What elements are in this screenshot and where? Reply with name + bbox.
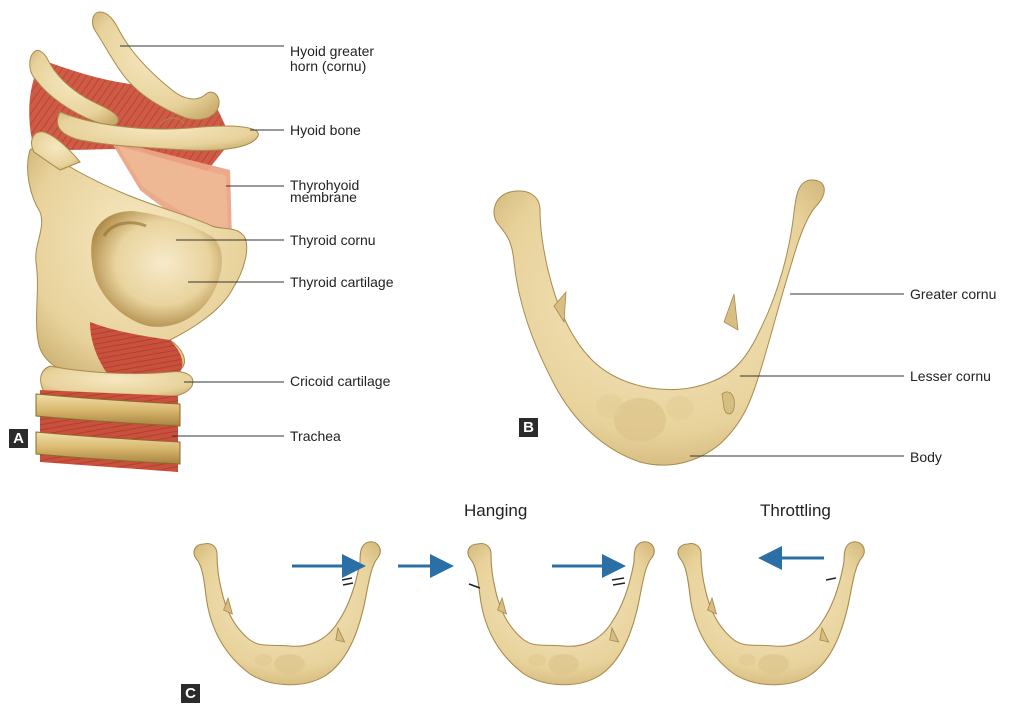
- panel-c-hyoid-throttling: [678, 542, 864, 685]
- fracture-marks: [342, 578, 836, 588]
- label-trachea: Trachea: [290, 429, 341, 444]
- panel-b-hyoid: [494, 180, 824, 465]
- label-hyoid-greater-horn: Hyoid greater horn (cornu): [290, 44, 374, 74]
- panel-c-hyoid-normal: [194, 542, 380, 685]
- label-throttling: Throttling: [760, 503, 831, 518]
- panel-b-letter: B: [519, 418, 538, 437]
- label-greater-cornu: Greater cornu: [910, 287, 996, 302]
- label-hyoid-bone: Hyoid bone: [290, 123, 361, 138]
- panel-a-larynx: [28, 12, 259, 472]
- label-thyrohyoid-membrane: Thyrohyoid membrane: [290, 179, 359, 203]
- panel-c-hyoid-hanging: [468, 542, 654, 685]
- label-body: Body: [910, 450, 942, 465]
- label-thyroid-cornu: Thyroid cornu: [290, 233, 376, 248]
- panel-c-letter: C: [181, 684, 200, 703]
- label-lesser-cornu: Lesser cornu: [910, 369, 991, 384]
- label-cricoid-cartilage: Cricoid cartilage: [290, 374, 390, 389]
- panel-a-letter: A: [9, 429, 28, 448]
- label-thyroid-cartilage: Thyroid cartilage: [290, 275, 394, 290]
- label-hanging: Hanging: [464, 503, 527, 518]
